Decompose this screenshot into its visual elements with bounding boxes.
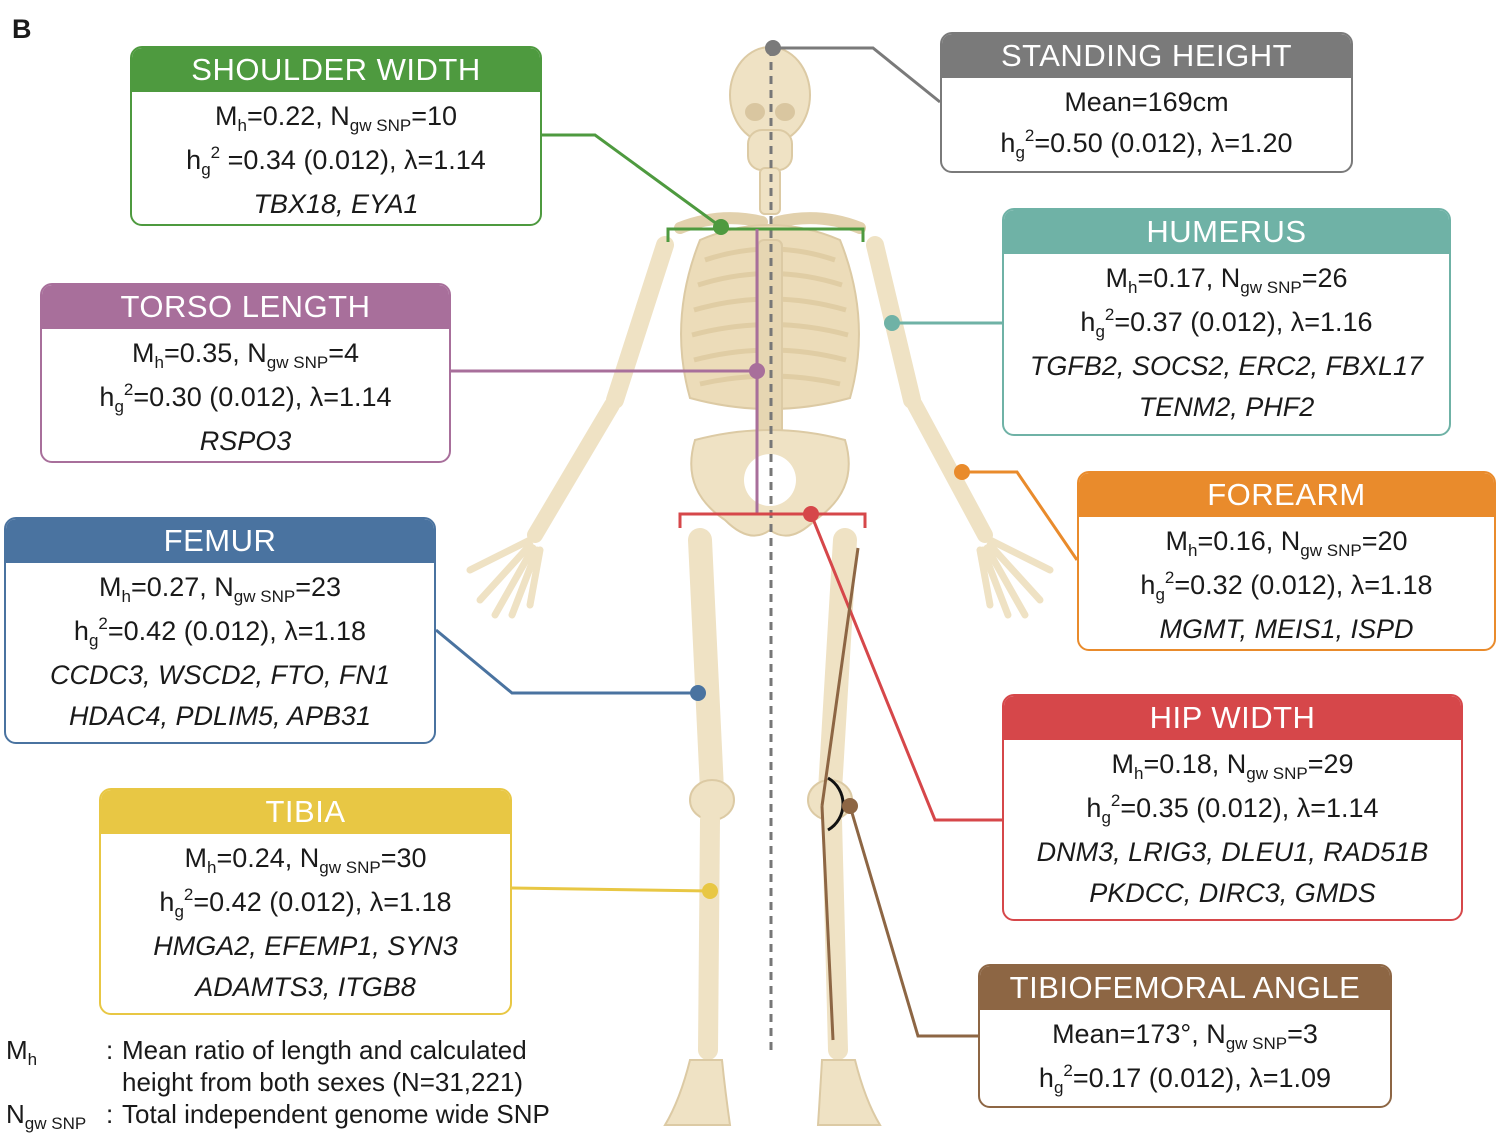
heritability-line: hg2=0.42 (0.012), λ=1.18 — [73, 614, 367, 650]
card-title: TORSO LENGTH — [42, 285, 449, 329]
femur-right — [818, 528, 857, 802]
gene-list: CCDC3, WSCD2, FTO, FN1 — [49, 660, 391, 690]
tibiofemoral-connector — [848, 805, 978, 1038]
card-title: FEMUR — [6, 519, 434, 563]
heritability-line: hg2=0.37 (0.012), λ=1.16 — [1080, 305, 1373, 341]
standing-height-card: STANDING HEIGHT Mean=169cm hg2=0.50 (0.0… — [940, 32, 1353, 173]
mean-line: Mean=169cm — [1064, 87, 1229, 117]
femur-card: FEMUR Mh=0.27, Ngw SNP=23 hg2=0.42 (0.01… — [4, 517, 436, 744]
gene-list: MGMT, MEIS1, ISPD — [1159, 614, 1414, 644]
tibiofemoral-tibia-axis — [820, 805, 835, 1041]
femur-connector — [435, 628, 698, 695]
card-title: HUMERUS — [1004, 210, 1449, 254]
tibia-left — [698, 810, 720, 1060]
forearm-connector — [962, 470, 1079, 561]
legend-mh-symbol: Mh — [6, 1035, 38, 1069]
mh-line: Mh=0.24, Ngw SNP=30 — [184, 843, 427, 877]
hip-width-connector — [809, 513, 1002, 822]
heritability-line: hg2=0.17 (0.012), λ=1.09 — [1038, 1061, 1332, 1097]
gene-list: HMGA2, EFEMP1, SYN3 — [153, 931, 458, 961]
card-title: TIBIA — [101, 790, 510, 834]
shoulder-width-bracket — [666, 227, 865, 242]
legend-n-text: Total independent genome wide SNP — [122, 1099, 550, 1129]
legend-mh-row-2: height from both sexes (N=31,221) — [6, 1066, 606, 1098]
card-title: STANDING HEIGHT — [942, 34, 1351, 78]
legend: Mh : Mean ratio of length and calculated… — [6, 1034, 606, 1133]
humerus-left — [606, 236, 674, 409]
hip-width-bracket — [678, 512, 867, 528]
gene-list-2: TENM2, PHF2 — [1138, 392, 1315, 422]
gene-list: RSPO3 — [199, 426, 292, 456]
forearm-card: FOREARM Mh=0.16, Ngw SNP=20 hg2=0.32 (0.… — [1077, 471, 1496, 651]
eye-socket-right — [775, 103, 795, 121]
card-title: TIBIOFEMORAL ANGLE — [980, 966, 1390, 1010]
tibiofemoral-femur-axis — [820, 547, 860, 807]
femur-marker — [690, 685, 706, 701]
forearm-left — [527, 397, 620, 543]
tibiofemoral-marker — [842, 798, 858, 814]
torso-length-marker — [749, 363, 765, 379]
foot-left — [663, 1059, 732, 1126]
heritability-line: hg2=0.35 (0.012), λ=1.14 — [1086, 791, 1379, 827]
forearm-marker — [954, 464, 970, 480]
legend-n-symbol: Ngw SNP — [6, 1099, 87, 1133]
gene-list: TBX18, EYA1 — [253, 189, 419, 219]
mh-line: Mh=0.18, Ngw SNP=29 — [1111, 749, 1354, 783]
card-title: FOREARM — [1079, 473, 1494, 517]
card-title: HIP WIDTH — [1004, 696, 1461, 740]
humerus-marker — [884, 315, 900, 331]
card-title: SHOULDER WIDTH — [132, 48, 540, 92]
tibiofemoral-angle-card: TIBIOFEMORAL ANGLE Mean=173°, Ngw SNP=3 … — [978, 964, 1392, 1108]
clavicle-right — [772, 212, 866, 234]
legend-n-row: Ngw SNP : Total independent genome wide … — [6, 1099, 550, 1133]
mh-line: Mh=0.27, Ngw SNP=23 — [98, 572, 342, 606]
tibia-marker — [702, 883, 718, 899]
skeleton — [466, 46, 1054, 1126]
hand-left — [466, 536, 544, 619]
gene-list: DNM3, LRIG3, DLEU1, RAD51B — [1036, 837, 1429, 867]
hip-width-card: HIP WIDTH Mh=0.18, Ngw SNP=29 hg2=0.35 (… — [1002, 694, 1463, 921]
standing-height-connector — [773, 46, 941, 104]
foot-right — [816, 1059, 882, 1126]
shoulder-width-marker — [713, 219, 729, 235]
panel-label: B — [12, 14, 32, 44]
tibia-card: TIBIA Mh=0.24, Ngw SNP=30 hg2=0.42 (0.01… — [99, 788, 512, 1015]
legend-mh-text-2: height from both sexes (N=31,221) — [122, 1067, 524, 1097]
heritability-line: hg2=0.50 (0.012), λ=1.20 — [1000, 126, 1293, 162]
humerus-card: HUMERUS Mh=0.17, Ngw SNP=26 hg2=0.37 (0.… — [1002, 208, 1451, 436]
hip-width-marker — [803, 506, 819, 522]
forearm-right — [907, 397, 993, 543]
mean-line: Mean=173°, Ngw SNP=3 — [1052, 1019, 1318, 1053]
eye-socket-left — [745, 103, 765, 121]
tibia-connector — [511, 886, 711, 893]
mh-line: Mh=0.16, Ngw SNP=20 — [1165, 526, 1408, 560]
shoulder-width-card: SHOULDER WIDTH Mh=0.22, Ngw SNP=10 hg2 =… — [130, 46, 542, 226]
annotation-overlay — [435, 40, 1079, 1052]
gene-list-2: ADAMTS3, ITGB8 — [195, 972, 416, 1002]
heritability-line: hg2=0.42 (0.012), λ=1.18 — [159, 885, 452, 921]
heritability-line: hg2=0.32 (0.012), λ=1.18 — [1140, 568, 1433, 604]
gene-list-2: HDAC4, PDLIM5, APB31 — [68, 701, 372, 731]
clavicle-left — [674, 212, 768, 234]
torso-length-card: TORSO LENGTH Mh=0.35, Ngw SNP=4 hg2=0.30… — [40, 283, 451, 463]
heritability-line: hg2 =0.34 (0.012), λ=1.14 — [186, 143, 486, 179]
heritability-line: hg2=0.30 (0.012), λ=1.14 — [99, 380, 392, 416]
mh-line: Mh=0.17, Ngw SNP=26 — [1105, 263, 1348, 297]
femur-left — [688, 528, 724, 802]
legend-mh-row: Mh : Mean ratio of length and calculated — [6, 1035, 527, 1069]
mh-line: Mh=0.22, Ngw SNP=10 — [214, 101, 458, 135]
legend-mh-text: Mean ratio of length and calculated — [122, 1035, 527, 1065]
mh-line: Mh=0.35, Ngw SNP=4 — [131, 338, 359, 372]
tibia-right — [822, 810, 848, 1060]
gene-list: TGFB2, SOCS2, ERC2, FBXL17 — [1029, 351, 1424, 381]
standing-height-marker — [765, 40, 781, 56]
shoulder-width-connector — [542, 133, 722, 229]
hand-right — [976, 536, 1054, 619]
gene-list-2: PKDCC, DIRC3, GMDS — [1089, 878, 1376, 908]
